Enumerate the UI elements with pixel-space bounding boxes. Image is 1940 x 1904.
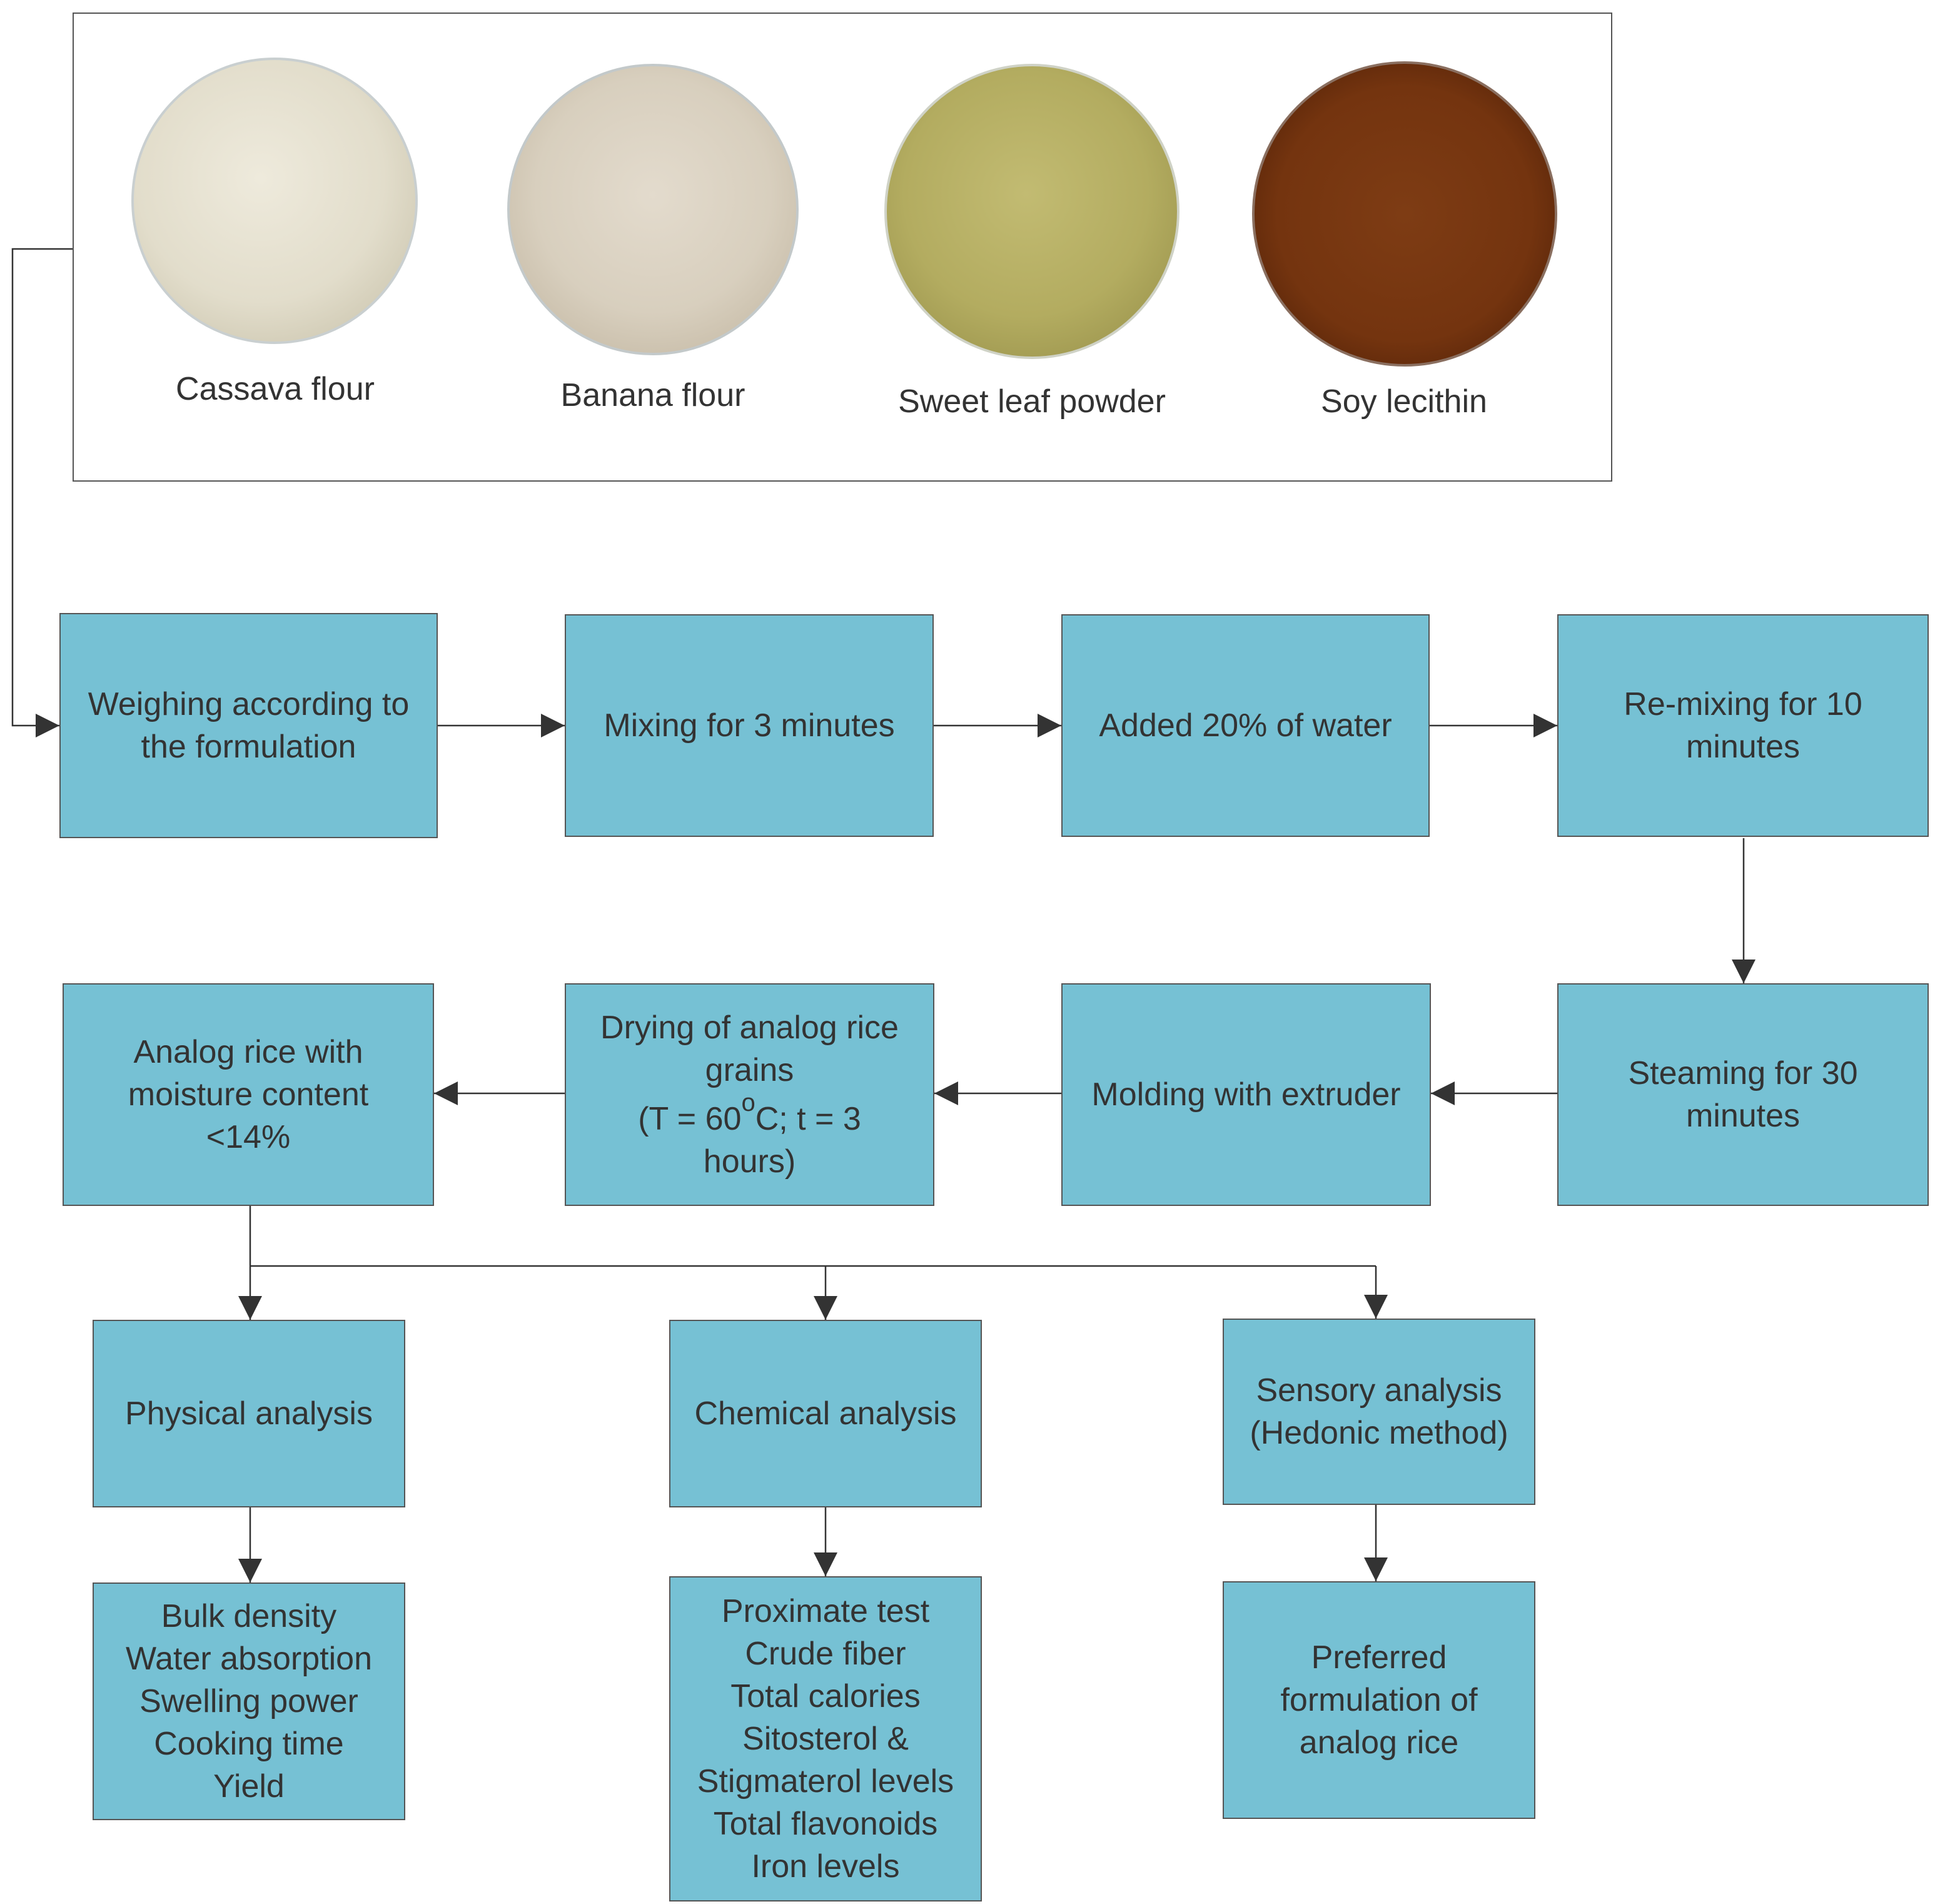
steaming-step-box: Steaming for 30 minutes — [1557, 983, 1929, 1206]
drying-line-4: hours) — [703, 1143, 796, 1180]
weighing-step-box: Weighing according to the formulation — [59, 613, 438, 838]
ingredients-panel: Cassava flour Banana flour Sweet leaf po… — [73, 13, 1612, 482]
cassava-flour-label: Cassava flour — [176, 371, 375, 407]
weighing-line-2: the formulation — [141, 729, 356, 765]
weighing-line-1: Weighing according to — [88, 686, 410, 722]
water-line-1: Added 20% of water — [1099, 707, 1392, 744]
add-water-step-box: Added 20% of water — [1061, 614, 1430, 837]
banana-flour-dish-image — [507, 64, 799, 355]
analog-line-2: moisture content — [128, 1076, 369, 1113]
analog-rice-result-box: Analog rice with moisture content <14% — [63, 983, 434, 1206]
chemical-output-item: Crude fiber — [745, 1636, 906, 1672]
mixing-line-1: Mixing for 3 minutes — [604, 707, 895, 744]
sweet-leaf-powder-label: Sweet leaf powder — [898, 383, 1166, 420]
sensory-analysis-line-1: Sensory analysis — [1256, 1372, 1502, 1409]
chemical-output-item: Total flavonoids — [713, 1806, 938, 1842]
physical-analysis-label: Physical analysis — [125, 1395, 373, 1432]
physical-output-item: Swelling power — [139, 1683, 358, 1719]
sensory-output-item: analog rice — [1299, 1724, 1459, 1761]
chemical-output-item: Proximate test — [721, 1593, 930, 1629]
soy-lecithin-label: Soy lecithin — [1321, 383, 1487, 420]
chemical-output-item: Total calories — [730, 1678, 921, 1714]
drying-line-1: Drying of analog rice — [600, 1010, 899, 1046]
remixing-step-box: Re-mixing for 10 minutes — [1557, 614, 1929, 837]
arrow-ingredients-to-weighing — [11, 248, 73, 737]
sensory-analysis-box: Sensory analysis (Hedonic method) — [1223, 1319, 1535, 1505]
molding-step-box: Molding with extruder — [1061, 983, 1431, 1206]
soy-lecithin-dish-image — [1252, 61, 1557, 367]
drying-line-3: (T = 60oC; t = 3 — [638, 1090, 861, 1140]
physical-output-item: Yield — [213, 1768, 285, 1805]
sensory-output-item: formulation of — [1280, 1682, 1478, 1718]
chemical-analysis-label: Chemical analysis — [694, 1395, 957, 1432]
mixing-step-box: Mixing for 3 minutes — [565, 614, 934, 837]
analog-line-1: Analog rice with — [133, 1034, 363, 1070]
sensory-analysis-line-2: (Hedonic method) — [1250, 1415, 1508, 1451]
sensory-output-item: Preferred — [1311, 1639, 1447, 1676]
degree-sign: o — [741, 1089, 755, 1117]
physical-outputs-box: Bulk density Water absorption Swelling p… — [93, 1582, 405, 1820]
physical-output-item: Water absorption — [125, 1641, 373, 1677]
drying-temp-prefix: (T = 60 — [638, 1101, 742, 1137]
physical-output-item: Cooking time — [154, 1726, 344, 1762]
chemical-outputs-box: Proximate test Crude fiber Total calorie… — [669, 1576, 982, 1901]
chemical-output-item: Stigmaterol levels — [697, 1763, 954, 1800]
chemical-analysis-box: Chemical analysis — [669, 1320, 982, 1507]
chemical-output-item: Sitosterol & — [742, 1721, 909, 1757]
physical-analysis-box: Physical analysis — [93, 1320, 405, 1507]
drying-line-2: grains — [705, 1052, 794, 1088]
molding-line-1: Molding with extruder — [1091, 1076, 1401, 1113]
analog-line-3: <14% — [206, 1119, 291, 1155]
steaming-line-2: minutes — [1685, 1098, 1801, 1134]
remixing-line-2: minutes — [1685, 729, 1801, 765]
banana-flour-label: Banana flour — [560, 377, 745, 413]
remixing-line-1: Re-mixing for 10 — [1624, 686, 1862, 722]
chemical-output-item: Iron levels — [751, 1848, 900, 1885]
sweet-leaf-powder-dish-image — [884, 64, 1180, 359]
steaming-line-1: Steaming for 30 — [1628, 1055, 1858, 1091]
physical-output-item: Bulk density — [161, 1598, 337, 1634]
drying-temp-suffix: C; t = 3 — [755, 1101, 861, 1137]
sensory-outputs-box: Preferred formulation of analog rice — [1223, 1581, 1535, 1819]
cassava-flour-dish-image — [131, 58, 418, 344]
drying-step-box: Drying of analog rice grains (T = 60oC; … — [565, 983, 934, 1206]
